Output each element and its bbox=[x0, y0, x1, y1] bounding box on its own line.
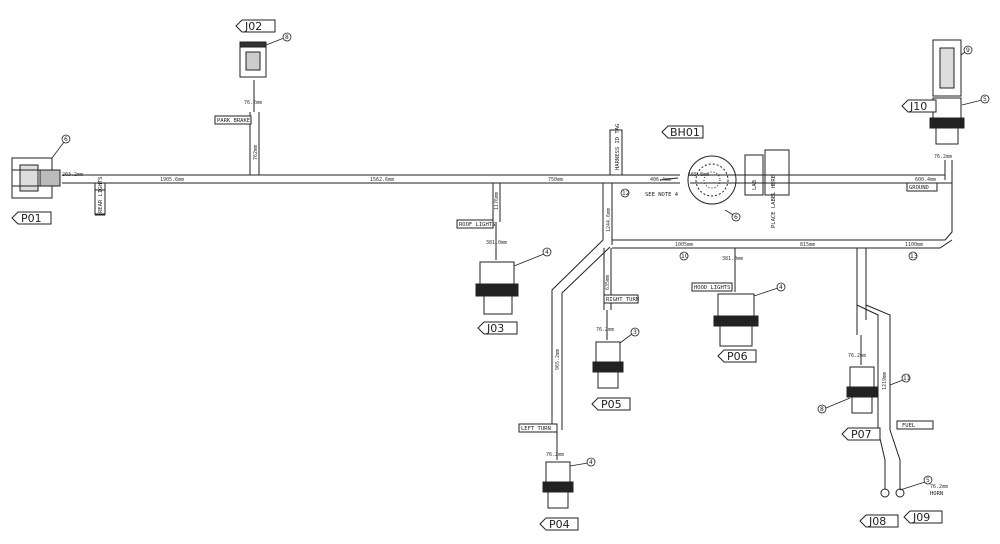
dim-label: 1176mm bbox=[494, 192, 500, 210]
main-trunk-right bbox=[612, 174, 680, 184]
callout-number: 6 bbox=[734, 214, 738, 221]
trunk-label: 600.4mm bbox=[915, 177, 936, 183]
label-right-turn: RIGHT TURN bbox=[606, 297, 639, 303]
trunk-label: 750mm bbox=[548, 177, 563, 183]
p07-connector bbox=[846, 366, 878, 414]
dim-label: 1219mm bbox=[882, 372, 888, 390]
label-left-turn: LEFT TURN bbox=[521, 426, 551, 432]
label-horn: HORN bbox=[930, 491, 943, 497]
trunk-label: 1100mm bbox=[905, 242, 923, 248]
label-hood-lights: HOOD LIGHTS bbox=[694, 285, 730, 291]
p06-connector bbox=[713, 293, 759, 347]
lower-trunk bbox=[612, 183, 953, 249]
callout-number: 8 bbox=[285, 34, 289, 41]
callout-number: 9 bbox=[966, 47, 970, 54]
trunk-to-j10 bbox=[690, 174, 953, 184]
j09-ring-terminal bbox=[895, 488, 905, 498]
tag-j08: J08 bbox=[868, 515, 886, 528]
dim-label: 76.2mm bbox=[848, 353, 866, 359]
callout-number: 13 bbox=[910, 253, 918, 260]
label-roof-lights: ROOF LIGHTS bbox=[459, 222, 495, 228]
callout-number: 8 bbox=[820, 406, 824, 413]
callout-number: 5 bbox=[926, 477, 930, 484]
dim-label: 76.2mm bbox=[546, 452, 564, 458]
tag-j09: J09 bbox=[912, 511, 930, 524]
tags bbox=[11, 19, 943, 531]
callout-number: 12 bbox=[622, 190, 630, 197]
dim-label: 762mm bbox=[253, 145, 259, 160]
dim-label: 165.8mm bbox=[688, 172, 709, 178]
fuel-branch bbox=[856, 248, 867, 305]
callout-number: 10 bbox=[681, 253, 689, 260]
p04-connector bbox=[542, 461, 574, 509]
dim-label: 76.2mm bbox=[934, 154, 952, 160]
callout-number: 6 bbox=[64, 136, 68, 143]
callout-number: 5 bbox=[983, 96, 987, 103]
label-lab: LAB bbox=[752, 179, 758, 190]
dim-label: 381.0mm bbox=[486, 240, 507, 246]
tag-j10: J10 bbox=[909, 100, 927, 113]
label-see-note: SEE NOTE 4 bbox=[645, 192, 679, 198]
tag-p05: P05 bbox=[601, 398, 622, 411]
left-turn-branch bbox=[551, 239, 611, 430]
callout-number: 3 bbox=[633, 329, 637, 336]
main-trunk bbox=[95, 174, 612, 184]
dim-label: 1244.6mm bbox=[606, 208, 612, 232]
trunk-label: 1005mm bbox=[675, 242, 693, 248]
tag-j03: J03 bbox=[486, 322, 504, 335]
tag-p07: P07 bbox=[851, 428, 872, 441]
dim-label: 635mm bbox=[605, 275, 611, 290]
dim-label: 76.2mm bbox=[244, 100, 262, 106]
j03-branch bbox=[492, 183, 501, 222]
callout-number: 4 bbox=[779, 284, 783, 291]
label-ground: GROUND bbox=[909, 185, 929, 191]
label-place-label: PLACE LABEL HERE bbox=[771, 175, 777, 228]
j08-ring-terminal bbox=[880, 488, 890, 498]
tag-p04: P04 bbox=[549, 518, 570, 531]
tag-p01: P01 bbox=[21, 212, 42, 225]
j02-connector bbox=[239, 41, 267, 78]
p01-connector bbox=[11, 157, 61, 199]
center-vertical bbox=[602, 183, 613, 245]
dim-label: 76.2mm bbox=[930, 484, 948, 490]
tag-p06: P06 bbox=[727, 350, 748, 363]
j10-connector bbox=[929, 39, 965, 145]
trunk-label: 1905.6mm bbox=[160, 177, 184, 183]
tag-bh01: BH01 bbox=[670, 126, 700, 139]
p05-connector bbox=[592, 341, 624, 389]
dim-label: 76.2mm bbox=[596, 327, 614, 333]
dim-label: 965.2mm bbox=[555, 349, 561, 370]
callout-number: 4 bbox=[589, 459, 593, 466]
label-fuel: FUEL bbox=[902, 423, 916, 429]
tag-j02: J02 bbox=[244, 20, 262, 33]
callout-number: 4 bbox=[545, 249, 549, 256]
label-rear-lights: REAR LIGHTS bbox=[98, 177, 104, 213]
label-harness-id: HARNESS ID TAG bbox=[615, 124, 621, 170]
trunk-label: 815mm bbox=[800, 242, 815, 248]
trunk-label: 406.4mm bbox=[650, 177, 671, 183]
dim-label: 203.2mm bbox=[62, 172, 83, 178]
label-park-brake: PARK BRAKE bbox=[217, 118, 250, 124]
j03-connector bbox=[475, 261, 519, 315]
trunk-label: 1562.6mm bbox=[370, 177, 394, 183]
dim-label: 381.0mm bbox=[722, 256, 743, 262]
callout-number: 11 bbox=[903, 375, 911, 382]
